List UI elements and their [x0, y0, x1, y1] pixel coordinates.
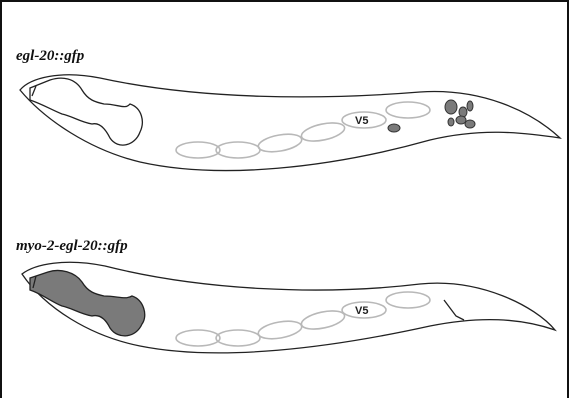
panel-egl-20-gfp: egl-20::gfp V5	[16, 48, 560, 171]
panel-label-egl-20-gfp: egl-20::gfp	[16, 48, 85, 64]
seam-cell-label-v5: V5	[355, 115, 368, 127]
seam-cell-label-v5: V5	[355, 305, 368, 317]
panel-label-myo-2-egl-20-gfp: myo-2-egl-20::gfp	[16, 238, 128, 254]
panel-myo-2-egl-20-gfp: myo-2-egl-20::gfp V5	[16, 238, 555, 353]
